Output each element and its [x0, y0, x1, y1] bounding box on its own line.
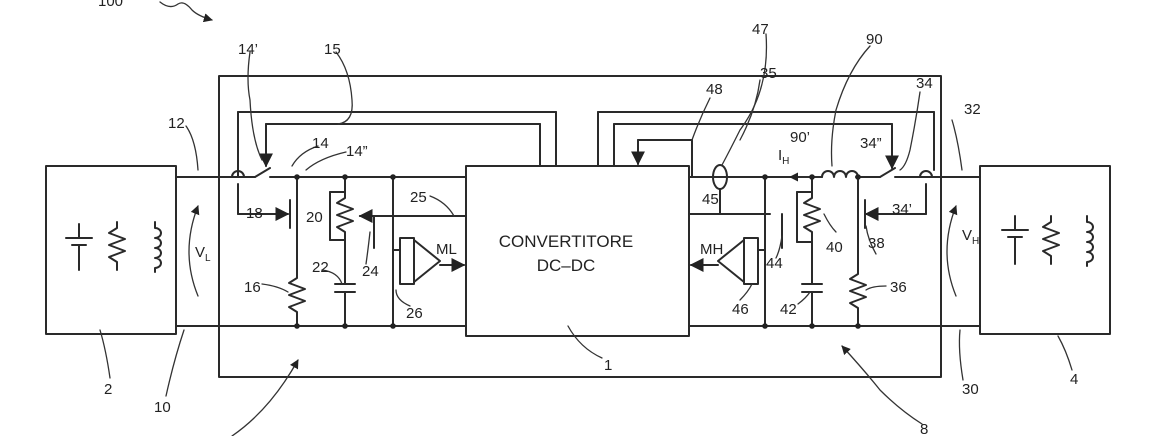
ref-35: 35 [760, 65, 777, 82]
ref-38: 38 [868, 235, 885, 252]
device-enclosure [218, 75, 942, 378]
ref-36: 36 [890, 279, 907, 296]
junction-dots [294, 174, 861, 329]
converter-title-line1: CONVERTITORE [499, 232, 633, 251]
low-side-switch-14 [231, 111, 557, 221]
ref-40: 40 [826, 239, 843, 256]
leader-lines [99, 1, 1073, 436]
mh-label: MH [700, 241, 723, 258]
ref-44: 44 [766, 255, 783, 272]
vl-arrow [188, 205, 200, 297]
low-source-symbols [65, 221, 162, 273]
ref-30: 30 [962, 381, 979, 398]
ref-2: 2 [104, 381, 112, 398]
high-voltage-source-box [979, 165, 1111, 335]
ref-34: 34 [916, 75, 933, 92]
high-side-switch-34 [864, 167, 933, 221]
ref-90: 90 [866, 31, 883, 48]
dc-dc-converter-box [465, 165, 690, 337]
ref-14-prime: 14’ [238, 41, 258, 58]
ref-26: 26 [406, 305, 423, 322]
ref-100: 100 [98, 0, 123, 10]
ref-34-double-prime: 34” [860, 135, 882, 152]
ref-15: 15 [324, 41, 341, 58]
high-side-feedback-loops [597, 111, 935, 178]
ref-45: 45 [702, 191, 719, 208]
reference-numerals: 100 14’ 15 12 14 14” 18 20 25 22 24 16 2… [98, 0, 1078, 436]
ref-22: 22 [312, 259, 329, 276]
low-side-transistor-18-resistor-16 [288, 176, 306, 327]
ref-25: 25 [410, 189, 427, 206]
low-side-amplifier-26 [392, 176, 466, 327]
vh-arrow [946, 205, 958, 297]
current-sensor-45 [688, 164, 771, 215]
vl-label: VL [195, 244, 211, 264]
ref-47: 47 [752, 21, 769, 38]
ref-1: 1 [604, 357, 612, 374]
ml-label: ML [436, 241, 457, 258]
ref-12: 12 [168, 115, 185, 132]
vh-label: VH [962, 227, 979, 247]
ih-label: IH [778, 147, 789, 167]
ref-8: 8 [920, 421, 928, 436]
high-side-transistor-38-resistor-36 [849, 176, 867, 327]
high-source-symbols [1001, 215, 1094, 267]
ref-42: 42 [780, 301, 797, 318]
ref-32: 32 [964, 101, 981, 118]
ref-48: 48 [706, 81, 723, 98]
high-side-amplifier-46 [689, 176, 766, 327]
converter-title-line2: DC–DC [537, 256, 596, 275]
ref-14-double-prime: 14” [346, 143, 368, 160]
ref-16: 16 [244, 279, 261, 296]
ref-46: 46 [732, 301, 749, 318]
ref-90-prime: 90’ [790, 129, 810, 146]
ref-4: 4 [1070, 371, 1078, 388]
ref-24: 24 [362, 263, 379, 280]
ref-18: 18 [246, 205, 263, 222]
ref-10: 10 [154, 399, 171, 416]
low-voltage-source-box [45, 165, 177, 335]
ref-34-prime: 34’ [892, 201, 912, 218]
ref-14: 14 [312, 135, 329, 152]
ref-20: 20 [306, 209, 323, 226]
inductor-90 [821, 170, 859, 178]
